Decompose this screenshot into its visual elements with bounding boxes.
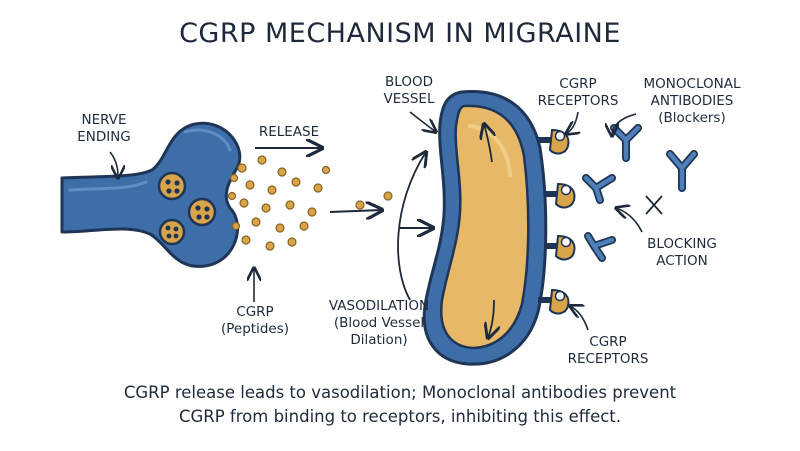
receptors-top-arrow — [566, 111, 578, 134]
blood-vessel — [422, 90, 548, 366]
diagram-title: CGRP MECHANISM IN MIGRAINE — [179, 18, 621, 49]
antibody — [610, 124, 642, 162]
antibody — [584, 232, 616, 262]
nerve-label-arrow — [109, 151, 118, 178]
vessel-label-arrow — [409, 111, 436, 132]
cgrp-receptor — [538, 128, 570, 155]
vesicle — [157, 171, 187, 201]
blocking-x — [645, 195, 663, 215]
vesicle — [187, 197, 217, 227]
vessel-lumen — [440, 104, 530, 350]
flow-arrow-down — [488, 299, 494, 338]
antibodies-arrow — [612, 113, 637, 136]
blocking-action-arrow — [616, 208, 643, 233]
vasodilation-arrow — [397, 152, 426, 301]
cgrp-receptor — [544, 234, 576, 261]
vesicle — [158, 218, 186, 246]
cgrp-peptides — [227, 155, 393, 251]
antibody — [582, 174, 616, 204]
diagram-caption: CGRP release leads to vasodilation; Mono… — [123, 383, 677, 426]
nerve-ending — [60, 121, 242, 268]
antibody — [666, 150, 698, 192]
release-label: RELEASE — [258, 124, 320, 140]
diffusion-arrow — [329, 210, 382, 212]
receptors-bottom-arrow — [570, 306, 589, 331]
cgrp-receptor — [538, 288, 570, 315]
cgrp-receptor — [544, 182, 576, 209]
cgrp-peptides-label: CGRP(Peptides) — [220, 304, 290, 337]
flow-arrow-up — [484, 124, 492, 163]
